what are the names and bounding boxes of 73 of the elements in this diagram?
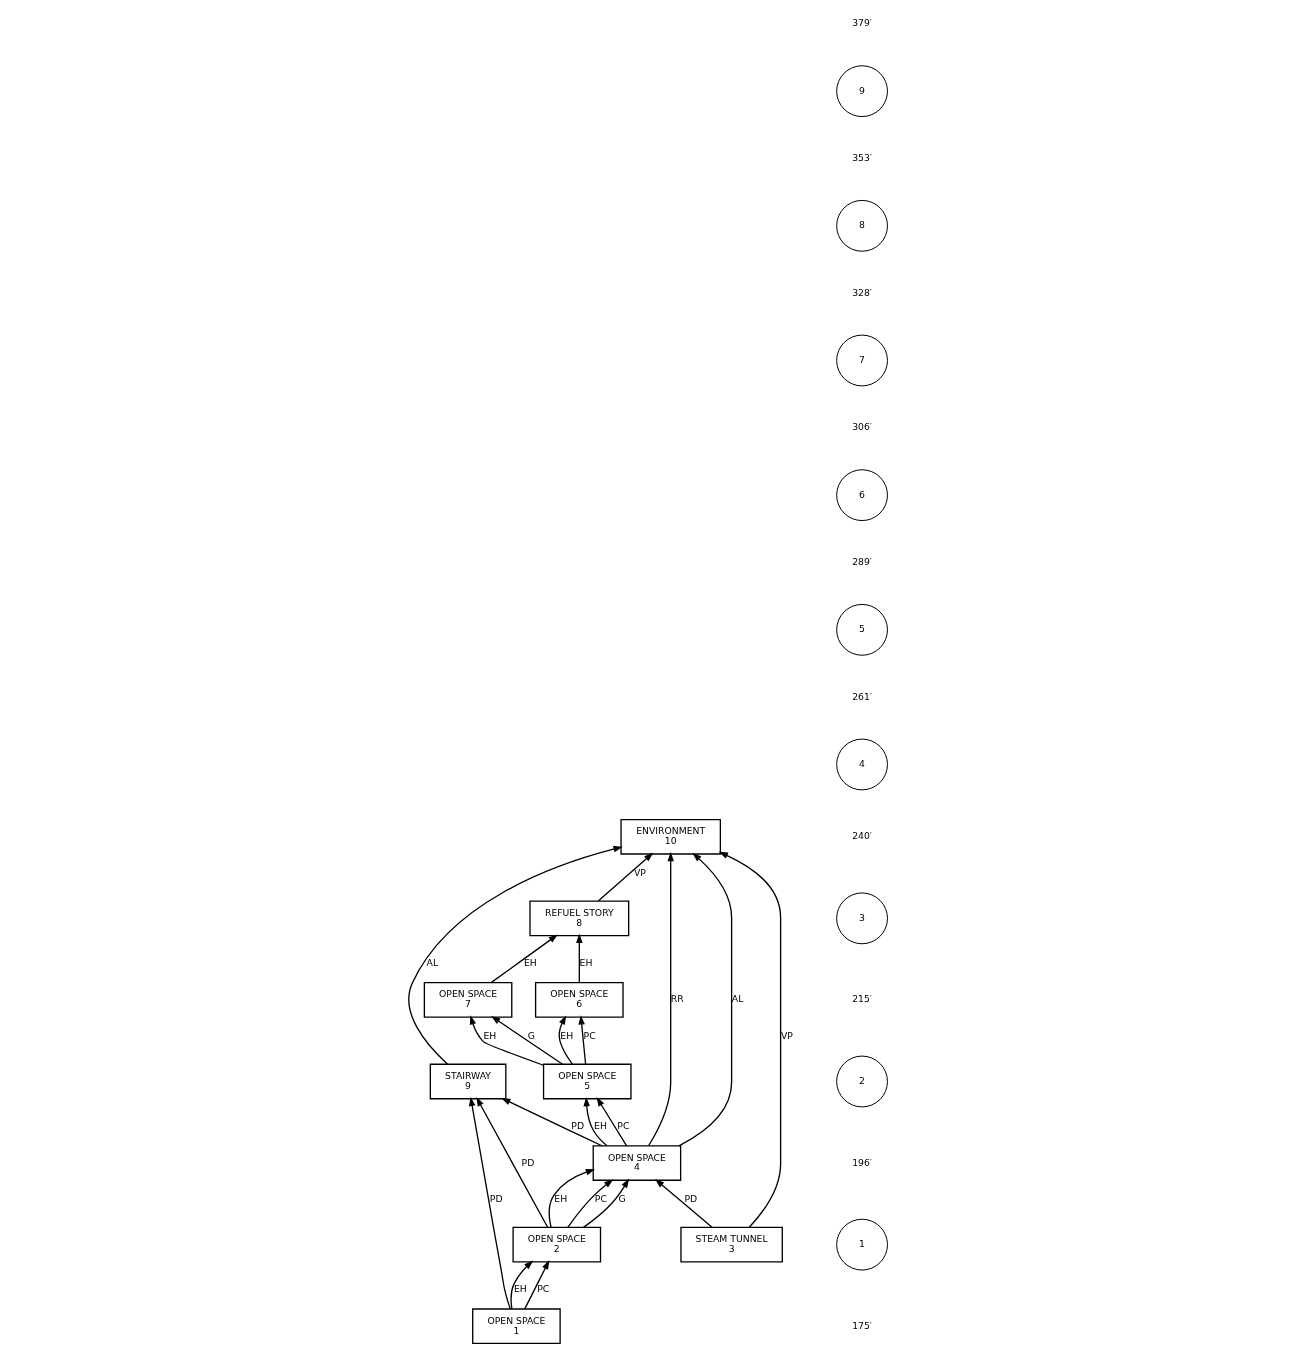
edge-label: PC: [583, 1030, 596, 1042]
edge-label: PD: [489, 1193, 503, 1205]
label: 328′: [851, 286, 872, 298]
arrow: [718, 851, 781, 1228]
label: 196′: [851, 1156, 872, 1168]
node-box: REFUEL STORY 8: [528, 900, 629, 937]
edge-label: PC: [616, 1119, 629, 1131]
label: 2: [858, 1074, 865, 1086]
node-box: OPEN SPACE 7: [423, 982, 512, 1018]
edge-label: PC: [594, 1193, 607, 1205]
arrow: [475, 1097, 548, 1228]
edge-label: EH: [559, 1030, 573, 1042]
edge-label: EH: [513, 1282, 527, 1294]
arrow: [407, 845, 623, 1065]
arrow: [566, 1179, 613, 1228]
label: 7: [858, 353, 865, 365]
arrow: [489, 934, 558, 984]
arrow: [548, 1169, 595, 1228]
arrow: [577, 1015, 586, 1065]
edge-label: RR: [670, 993, 684, 1005]
label: 353′: [851, 151, 872, 163]
arrow: [500, 1097, 603, 1147]
edge-label: PD: [570, 1119, 584, 1131]
arrow: [469, 1015, 544, 1066]
edge-label: G: [527, 1030, 535, 1042]
arrow: [558, 1015, 573, 1065]
arrow: [490, 1016, 563, 1065]
edge-label: EH: [483, 1030, 496, 1042]
label: 8: [858, 219, 865, 231]
label: 1: [858, 1238, 865, 1250]
edge-label: EH: [593, 1119, 607, 1131]
arrow: [509, 1260, 533, 1310]
arrow: [677, 852, 732, 1147]
edge-label: AL: [731, 993, 743, 1005]
label: 306′: [851, 421, 872, 433]
label: 240′: [851, 830, 872, 842]
node-box: OPEN SPACE 2: [511, 1226, 601, 1263]
label: 175′: [851, 1319, 872, 1331]
edge-label: VP: [633, 866, 646, 878]
edge-label: EH: [523, 956, 537, 968]
node-box: OPEN SPACE 6: [534, 982, 624, 1018]
arrow: [468, 1096, 511, 1310]
edge-label: PD: [684, 1193, 697, 1205]
edge-label: VP: [780, 1030, 793, 1042]
arrow: [654, 1179, 713, 1228]
arrow: [582, 1096, 608, 1147]
arrow: [597, 852, 653, 902]
arrow: [523, 1260, 549, 1310]
label: 4: [858, 757, 865, 769]
node-box: STEAM TUNNEL 3: [679, 1226, 783, 1263]
edge-label: PD: [521, 1156, 534, 1168]
arrow: [582, 1178, 629, 1229]
label: 215′: [851, 993, 872, 1005]
label: 9: [858, 84, 865, 96]
label: 3: [858, 911, 865, 923]
node-box: STAIRWAY 9: [429, 1063, 506, 1100]
edge-label: G: [617, 1193, 626, 1205]
label: 379′: [851, 17, 872, 29]
node-box: ENVIRONMENT 10: [619, 818, 721, 855]
arrow: [596, 1097, 627, 1147]
node-box: OPEN SPACE 5: [542, 1063, 632, 1100]
label: 261′: [851, 690, 872, 702]
label: 6: [858, 488, 865, 500]
arrow: [647, 852, 674, 1147]
arrow: [575, 933, 583, 984]
node-box: OPEN SPACE 1: [471, 1308, 561, 1345]
label: 289′: [851, 555, 872, 567]
edge-label: PC: [536, 1282, 549, 1294]
edge-label: EH: [579, 956, 592, 968]
edge-label: EH: [553, 1193, 567, 1205]
edge-label: AL: [426, 956, 438, 968]
label: 5: [858, 623, 865, 635]
node-box: OPEN SPACE 4: [592, 1145, 681, 1181]
